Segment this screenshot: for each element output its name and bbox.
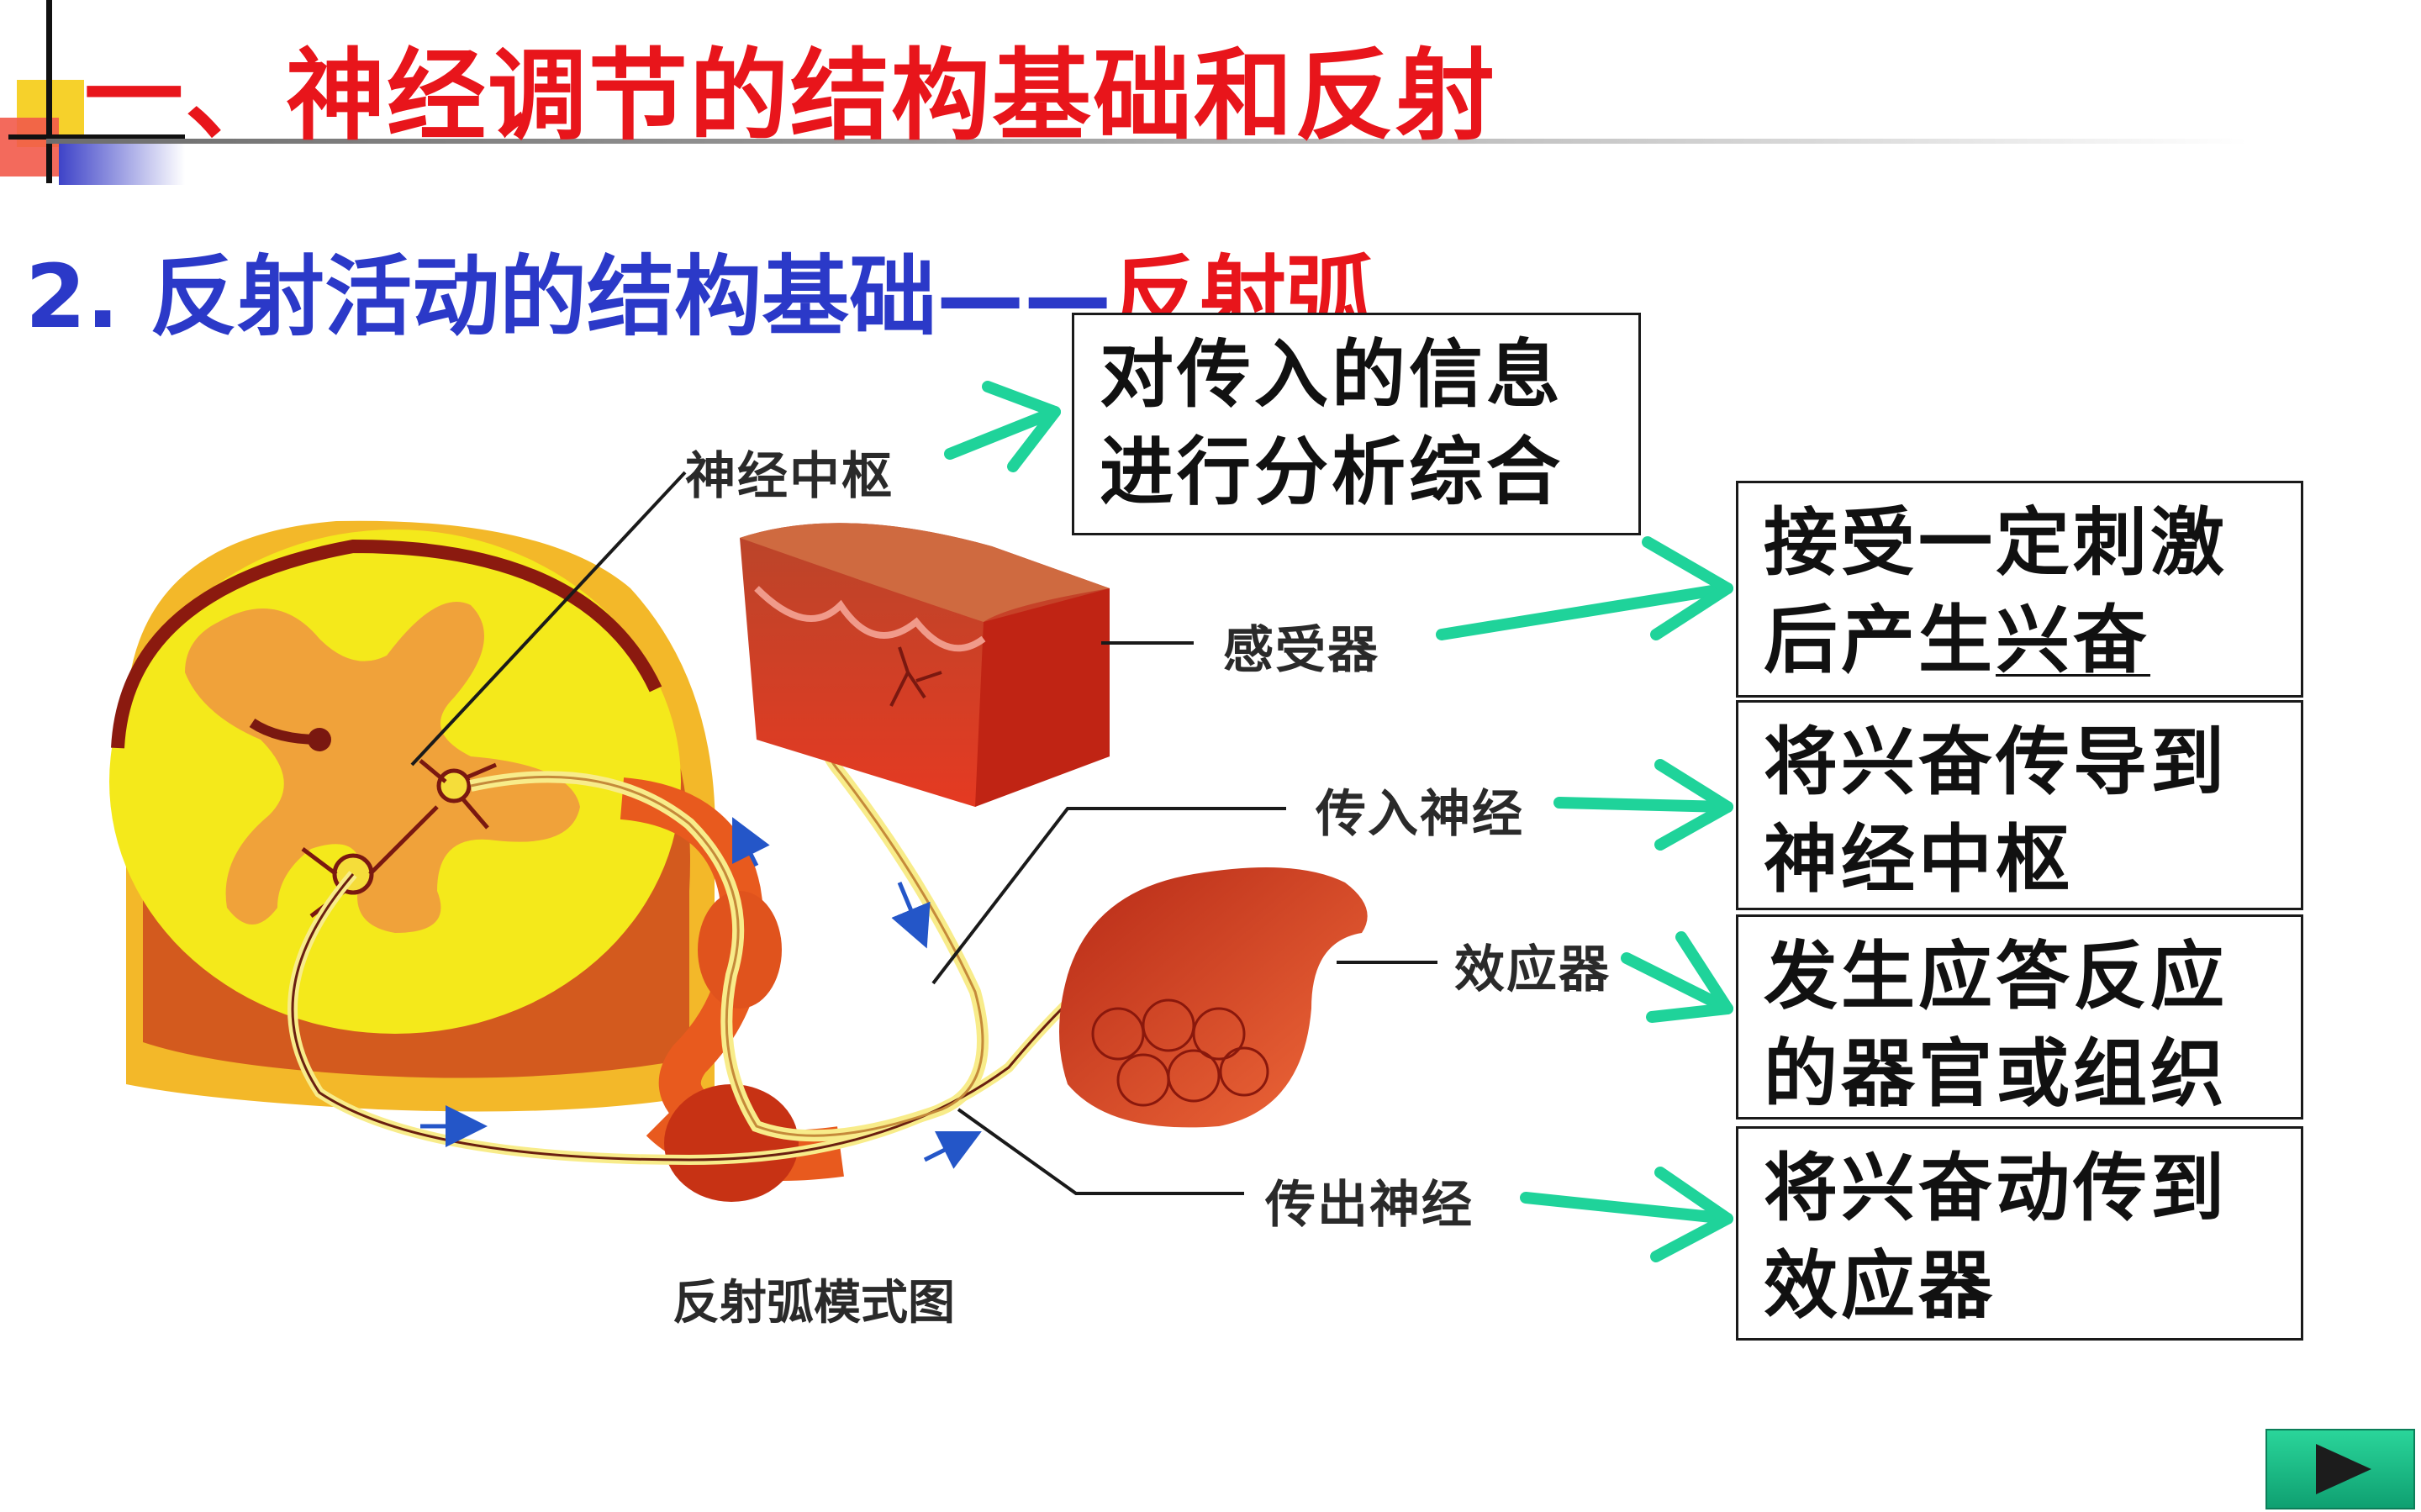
gray-matter — [185, 602, 580, 933]
section-subtitle: 2. 反射活动的结构基础——反射弧 — [25, 225, 1374, 352]
box-efferent-line2: 效应器 — [1764, 1241, 1996, 1329]
page-title: 一、神经调节的结构基础和反射 — [84, 38, 1497, 154]
box-effector: 发生应答反应 的器官或组织 — [1736, 914, 2303, 1120]
diagram-caption: 反射弧模式图 — [672, 1275, 955, 1330]
label-receptor: 感受器 — [1223, 621, 1379, 680]
label-efferent-nerve: 传出神经 — [1265, 1176, 1474, 1235]
box-afferent-line1: 将兴奋传导到 — [1764, 718, 2228, 805]
corner-decoration — [0, 0, 202, 189]
box-center-line2: 进行分析综合 — [1100, 428, 1564, 515]
muscle-effector — [1059, 867, 1368, 1128]
leader-lines — [410, 471, 1437, 1195]
subtitle-prefix: 2. 反射活动的结构基础—— — [25, 245, 1112, 348]
arrow-receptor — [1436, 582, 1733, 640]
next-slide-button[interactable] — [2265, 1429, 2415, 1509]
box-afferent: 将兴奋传导到 神经中枢 — [1736, 700, 2303, 910]
label-effector: 效应器 — [1454, 940, 1611, 999]
box-receptor-line1: 接受一定刺激 — [1764, 498, 2228, 586]
box-nerve-center: 对传入的信息 进行分析综合 — [1072, 313, 1641, 535]
arrow-afferent — [1553, 797, 1733, 813]
box-receptor: 接受一定刺激 后产生兴奋 — [1736, 481, 2303, 698]
skin-receptor-tissue — [740, 523, 1110, 807]
box-efferent: 将兴奋动传到 效应器 — [1736, 1126, 2303, 1341]
play-triangle-icon — [2316, 1444, 2371, 1494]
box-center-line1: 对传入的信息 — [1100, 330, 1564, 418]
box-effector-line1: 发生应答反应 — [1764, 932, 2228, 1019]
box-receptor-line2-plain: 后产生 — [1764, 596, 1996, 683]
title-divider — [46, 139, 2249, 144]
box-receptor-line2-underlined: 兴奋 — [1996, 596, 2151, 683]
box-efferent-line1: 将兴奋动传到 — [1764, 1144, 2228, 1231]
box-afferent-line2: 神经中枢 — [1764, 815, 2074, 903]
label-afferent-nerve: 传入神经 — [1316, 785, 1524, 844]
callout-arrows — [944, 381, 1733, 1262]
arrow-effector — [1621, 952, 1733, 1014]
label-nerve-center: 神经中枢 — [685, 447, 894, 506]
spinal-cord — [109, 520, 844, 1202]
box-receptor-line2: 后产生兴奋 — [1764, 591, 2276, 688]
arrow-center — [944, 406, 1061, 460]
arrow-efferent — [1520, 1192, 1733, 1225]
box-effector-line2: 的器官或组织 — [1764, 1030, 2228, 1117]
impulse-direction-arrows — [420, 817, 982, 1169]
